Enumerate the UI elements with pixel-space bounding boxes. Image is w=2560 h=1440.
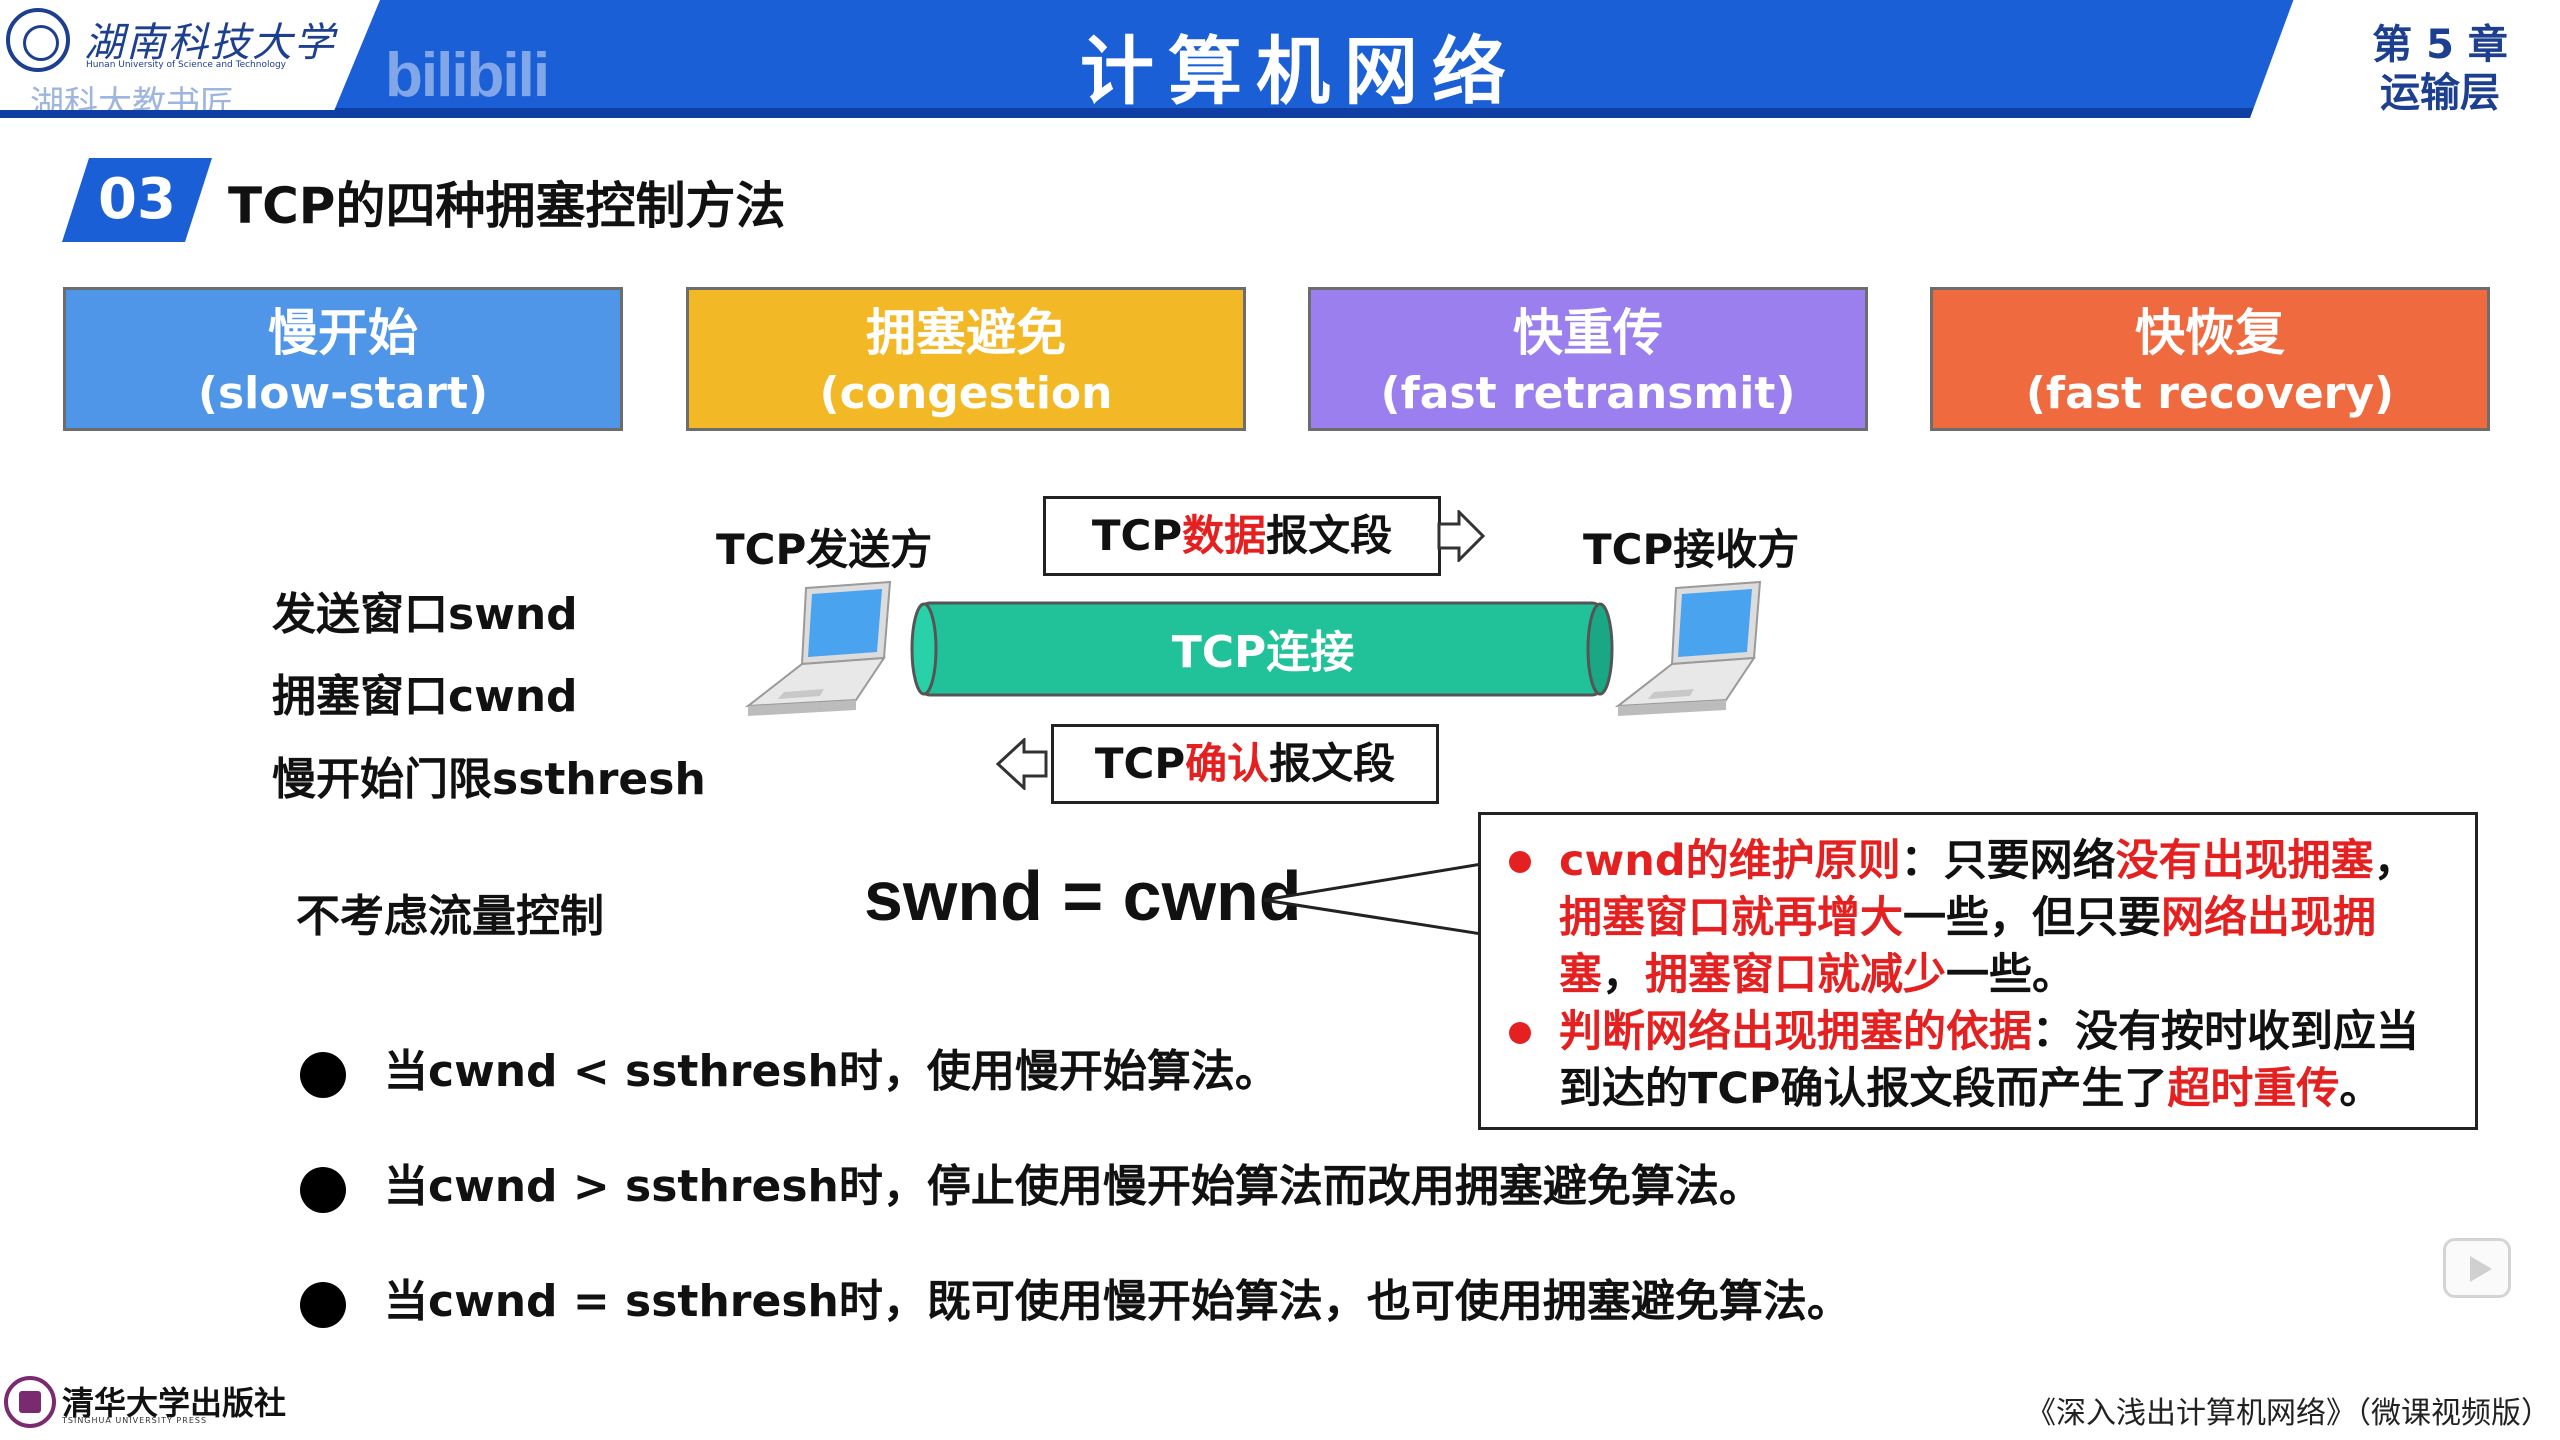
note-text: ：没有按时收到应当到达的TCP确认报文段而产生了 <box>1559 1007 2419 1114</box>
tcp-connection-pipe <box>910 601 1614 697</box>
receiver-label: TCP接收方 <box>1583 525 1800 574</box>
note-text: 。 <box>2339 1064 2383 1114</box>
variable-ssthresh: 慢开始门限ssthresh <box>272 754 706 805</box>
method-name-en: (slow-start) <box>197 368 489 419</box>
method-fast-retransmit: 快重传 (fast retransmit) <box>1308 287 1868 431</box>
university-seal-icon <box>6 8 70 72</box>
chapter-panel <box>2250 0 2560 118</box>
publisher-name-en: TSINGHUA UNIVERSITY PRESS <box>62 1416 208 1425</box>
note-highlight: 拥塞窗口就减少 <box>1645 950 1946 1000</box>
course-title: 计算机网络 <box>1080 29 1520 115</box>
laptop-icon <box>1614 580 1762 716</box>
publisher-name: 清华大学出版社 <box>62 1384 287 1422</box>
variable-swnd: 发送窗口swnd <box>272 589 578 640</box>
chapter-name: 运输层 <box>2380 70 2500 116</box>
swnd-equation: swnd = cwnd <box>864 857 1302 935</box>
note-highlight: 网络出现拥塞 <box>1559 893 2376 1000</box>
rule-text: 当cwnd = ssthresh时，既可使用慢开始算法，也可使用拥塞避免算法。 <box>384 1276 1851 1327</box>
no-flow-control-note: 不考虑流量控制 <box>296 891 604 942</box>
bullet-red-dot <box>1509 1022 1531 1044</box>
method-name-cn: 快恢复 <box>2135 304 2285 362</box>
note-text: ：只要网络 <box>1900 836 2116 886</box>
note-text: ， <box>1602 950 1645 1000</box>
segment-prefix: TCP <box>1091 511 1183 560</box>
header-stripe <box>0 108 2560 118</box>
data-segment-label: TCP数据报文段 <box>1043 496 1441 576</box>
method-fast-recovery: 快恢复 (fast recovery) <box>1930 287 2490 431</box>
left-arrow-icon <box>995 738 1048 790</box>
callout-note-maintenance: cwnd的维护原则：只要网络没有出现拥塞，拥塞窗口就再增大一些，但只要网络出现拥… <box>1501 833 2455 1004</box>
segment-highlight: 确认 <box>1185 739 1270 788</box>
note-highlight: 没有出现拥塞 <box>2115 836 2374 886</box>
callout-pointer <box>1263 861 1488 937</box>
method-congestion-avoidance: 拥塞避免 (congestion avoidance) <box>686 287 1246 479</box>
channel-watermark: 湖科大教书匠 <box>30 84 234 124</box>
note-highlight: 拥塞窗口就再增大 <box>1559 893 1903 943</box>
note-label: cwnd的维护原则 <box>1559 836 1901 886</box>
university-name-en: Hunan University of Science and Technolo… <box>86 60 287 70</box>
sender-label: TCP发送方 <box>716 525 933 574</box>
header-banner: 湖南科技大学 Hunan University of Science and T… <box>0 0 2560 118</box>
header-background <box>0 0 2560 118</box>
bullet-dot <box>300 1167 346 1213</box>
note-text: ， <box>2373 836 2417 886</box>
method-name-cn: 慢开始 <box>268 304 418 362</box>
logo-panel: 湖南科技大学 Hunan University of Science and T… <box>0 0 380 110</box>
method-slow-start: 慢开始 (slow-start) <box>63 287 623 431</box>
segment-suffix: 报文段 <box>1266 511 1393 560</box>
method-name-cn: 快重传 <box>1513 304 1663 362</box>
bullet-dot <box>300 1052 346 1098</box>
method-name-en: (fast recovery) <box>2025 368 2395 419</box>
note-text: 一些，但只要 <box>1903 893 2161 943</box>
right-arrow-icon <box>1437 510 1486 562</box>
method-name-cn: 拥塞避免 <box>866 304 1066 362</box>
laptop-icon <box>744 580 892 716</box>
section-number: 03 <box>62 158 212 242</box>
university-name-cn: 湖南科技大学 <box>84 20 336 66</box>
play-icon[interactable] <box>2443 1238 2511 1298</box>
ack-segment-label: TCP确认报文段 <box>1051 724 1439 804</box>
callout-note-criterion: 判断网络出现拥塞的依据：没有按时收到应当到达的TCP确认报文段而产生了超时重传。 <box>1501 1004 2455 1118</box>
segment-highlight: 数据 <box>1182 511 1267 560</box>
segment-prefix: TCP <box>1094 739 1186 788</box>
method-name-en: (congestion avoidance) <box>819 368 1113 479</box>
note-highlight: 超时重传 <box>2167 1064 2340 1114</box>
note-text: 一些。 <box>1946 950 2075 1000</box>
tcp-connection-label: TCP连接 <box>1171 627 1355 678</box>
platform-watermark: bilibili <box>385 41 550 110</box>
rule-text: 当cwnd < ssthresh时，使用慢开始算法。 <box>384 1046 1279 1097</box>
bullet-dot <box>300 1282 346 1328</box>
method-name-en: (fast retransmit) <box>1380 368 1796 419</box>
chapter-number: 第 5 章 <box>2372 22 2508 68</box>
segment-suffix: 报文段 <box>1269 739 1396 788</box>
rule-text: 当cwnd > ssthresh时，停止使用慢开始算法而改用拥塞避免算法。 <box>384 1161 1763 1212</box>
book-title: 《深入浅出计算机网络》（微课视频版） <box>2026 1396 2551 1431</box>
publisher-seal-icon <box>4 1376 56 1428</box>
variable-cwnd: 拥塞窗口cwnd <box>272 671 578 722</box>
section-title: TCP的四种拥塞控制方法 <box>228 177 786 235</box>
note-label: 判断网络出现拥塞的依据 <box>1559 1007 2032 1057</box>
bullet-red-dot <box>1509 851 1531 873</box>
callout-box: cwnd的维护原则：只要网络没有出现拥塞，拥塞窗口就再增大一些，但只要网络出现拥… <box>1478 812 2478 1130</box>
